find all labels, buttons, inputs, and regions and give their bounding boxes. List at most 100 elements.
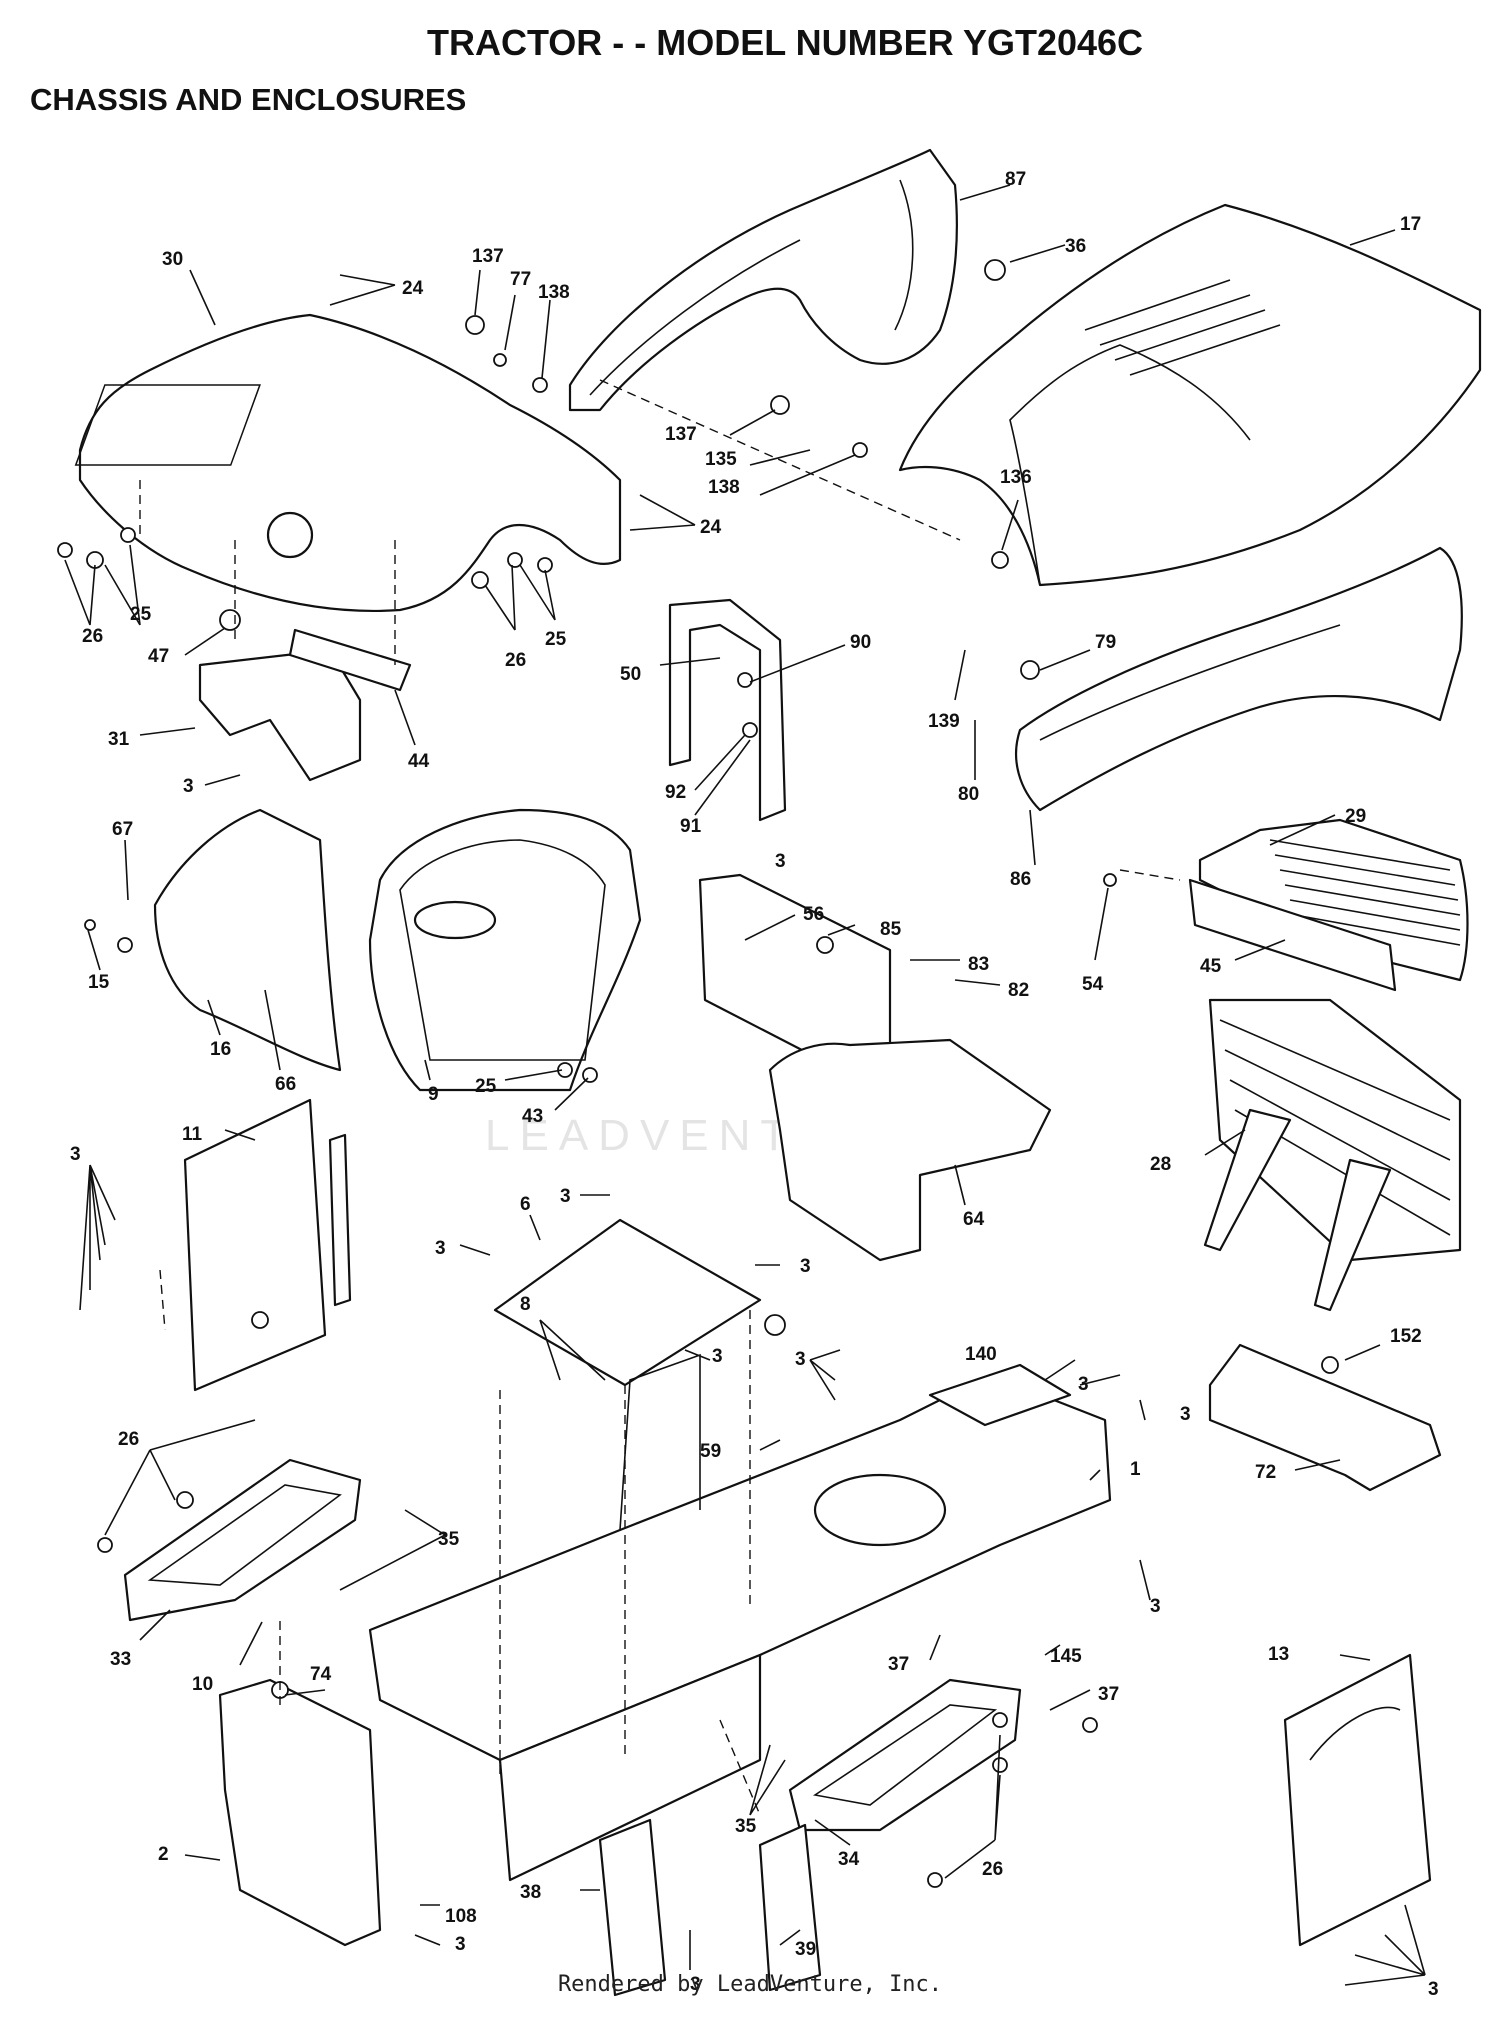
callout-3-b: 3 xyxy=(775,851,786,872)
callout-82: 82 xyxy=(1008,980,1029,1001)
callout-66: 66 xyxy=(275,1074,296,1095)
callout-44: 44 xyxy=(408,751,430,772)
callout-31: 31 xyxy=(108,729,130,750)
callout-136: 136 xyxy=(1000,467,1032,488)
callout-3-g: 3 xyxy=(712,1346,723,1367)
callout-9: 9 xyxy=(428,1084,439,1105)
part-87-dash-cover xyxy=(568,148,958,412)
callout-74: 74 xyxy=(310,1664,332,1685)
part-72-bracket xyxy=(1208,1343,1442,1492)
callout-50: 50 xyxy=(620,664,641,685)
callout-33: 33 xyxy=(110,1649,131,1670)
callout-26-footrest-right: 26 xyxy=(982,1859,1003,1880)
hardware-fasteners xyxy=(57,259,1339,1888)
part-44-plate xyxy=(288,628,412,692)
callout-90: 90 xyxy=(850,632,871,653)
callout-137-lower: 137 xyxy=(665,424,697,445)
callout-3-m: 3 xyxy=(690,1974,701,1995)
callout-3-a: 3 xyxy=(183,776,194,797)
part-86-front-cover xyxy=(1015,546,1463,812)
callout-25-left: 25 xyxy=(130,604,152,625)
callout-3-d: 3 xyxy=(560,1186,571,1207)
callout-36: 36 xyxy=(1065,236,1086,257)
callout-138-lower: 138 xyxy=(708,477,740,498)
callout-45: 45 xyxy=(1200,956,1222,977)
part-13-side-panel xyxy=(1283,1653,1432,1947)
callout-16: 16 xyxy=(210,1039,231,1060)
callout-145: 145 xyxy=(1050,1646,1082,1667)
callout-25-middle: 25 xyxy=(545,629,567,650)
callout-86: 86 xyxy=(1010,869,1031,890)
callout-24-upper: 24 xyxy=(402,278,424,299)
callout-leaders xyxy=(64,184,1426,1986)
part-2-front-bracket xyxy=(218,1678,382,1947)
callout-38: 38 xyxy=(520,1882,541,1903)
callout-80: 80 xyxy=(958,784,979,805)
callout-138-upper: 138 xyxy=(538,282,570,303)
callout-3-h: 3 xyxy=(795,1349,806,1370)
callout-54: 54 xyxy=(1082,974,1104,995)
part-28-bumper xyxy=(1203,998,1462,1312)
callout-3-k: 3 xyxy=(1150,1596,1161,1617)
part-11-side-panel xyxy=(183,1098,352,1392)
callout-139: 139 xyxy=(928,711,960,732)
callout-92: 92 xyxy=(665,782,686,803)
callout-37-right: 37 xyxy=(1098,1684,1119,1705)
callout-83: 83 xyxy=(968,954,989,975)
callout-43: 43 xyxy=(522,1106,543,1127)
callout-140: 140 xyxy=(965,1344,997,1365)
callout-56: 56 xyxy=(803,904,824,925)
callout-135: 135 xyxy=(705,449,737,470)
part-6-floor-plate xyxy=(493,1218,762,1387)
callout-3-l: 3 xyxy=(455,1934,466,1955)
alignment-lines xyxy=(139,379,1181,1816)
callout-11: 11 xyxy=(182,1124,203,1145)
callout-3-e: 3 xyxy=(435,1238,446,1259)
callout-37-left: 37 xyxy=(888,1654,909,1675)
callout-30: 30 xyxy=(162,249,183,270)
callout-35-center: 35 xyxy=(735,1816,757,1837)
callout-64: 64 xyxy=(963,1209,985,1230)
callout-28: 28 xyxy=(1150,1154,1171,1175)
part-34-footrest xyxy=(788,1678,1022,1832)
callout-67: 67 xyxy=(112,819,133,840)
callout-29: 29 xyxy=(1345,806,1366,827)
callout-3-c: 3 xyxy=(70,1144,81,1165)
part-9-console xyxy=(368,808,642,1092)
callout-8: 8 xyxy=(520,1294,531,1315)
part-64-bracket xyxy=(768,1038,1052,1262)
callout-152: 152 xyxy=(1390,1326,1422,1347)
callout-137-upper: 137 xyxy=(472,246,504,267)
callout-34: 34 xyxy=(838,1849,860,1870)
callout-59: 59 xyxy=(700,1441,721,1462)
part-17-hood xyxy=(898,203,1482,587)
callout-87: 87 xyxy=(1005,169,1026,190)
callout-79: 79 xyxy=(1095,632,1116,653)
callout-72: 72 xyxy=(1255,1462,1276,1483)
part-45-cross-member xyxy=(1188,878,1397,992)
callout-13: 13 xyxy=(1268,1644,1289,1665)
callout-39: 39 xyxy=(795,1939,816,1960)
part-1-main-frame xyxy=(368,1353,1112,1882)
callout-15: 15 xyxy=(88,972,110,993)
callout-1: 1 xyxy=(1130,1459,1141,1480)
diagram-title: TRACTOR - - MODEL NUMBER YGT2046C xyxy=(426,22,1144,63)
callout-25-console: 25 xyxy=(475,1076,497,1097)
callout-3-f: 3 xyxy=(800,1256,811,1277)
callout-26-footrest-left: 26 xyxy=(118,1429,139,1450)
section-title: CHASSIS AND ENCLOSURES xyxy=(30,82,467,117)
callout-17: 17 xyxy=(1400,214,1421,235)
part-50-bracket xyxy=(668,598,787,822)
callout-91: 91 xyxy=(680,816,702,837)
part-66-cover xyxy=(153,808,342,1072)
callout-6: 6 xyxy=(520,1194,531,1215)
callout-108: 108 xyxy=(445,1906,477,1927)
callout-labels: 87 36 17 30 24 137 77 138 137 135 138 13… xyxy=(70,169,1439,2000)
callout-26-left: 26 xyxy=(82,626,103,647)
callout-10: 10 xyxy=(192,1674,213,1695)
part-33-footrest xyxy=(123,1458,362,1622)
callout-85: 85 xyxy=(880,919,902,940)
part-39-bracket xyxy=(758,1823,822,1992)
part-29-grille xyxy=(1198,818,1469,982)
